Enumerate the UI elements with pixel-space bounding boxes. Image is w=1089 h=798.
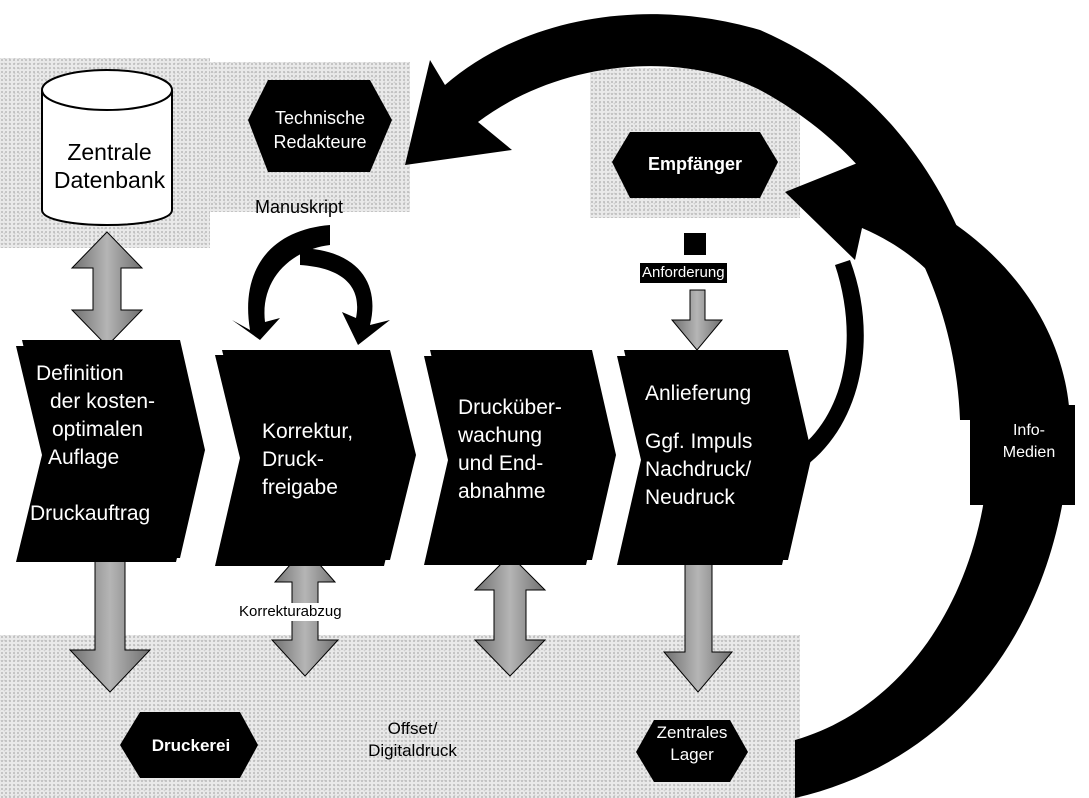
proof-label: Korrekturabzug	[237, 603, 344, 621]
printer-label: Druckerei	[151, 736, 231, 755]
supply-arrow-to-recipient	[785, 150, 1071, 798]
step1-line1: Definition	[36, 362, 124, 385]
arrow-delivery-warehouse	[662, 554, 734, 693]
arrow-monitoring-print	[473, 554, 547, 677]
tech-writers-label: Technische Redakteure	[255, 106, 385, 154]
step2-line3: freigabe	[262, 476, 338, 499]
print-method-label: Offset/ Digitaldruck	[345, 718, 480, 762]
print-method-line2: Digitaldruck	[368, 741, 457, 760]
process-box-monitoring	[424, 356, 610, 565]
feedback-arrow-to-writers	[405, 14, 1005, 421]
process-step-correction-text: Korrektur, Druck- freigabe	[262, 418, 353, 502]
request-label: Anforderung	[640, 263, 727, 283]
info-media-shape	[970, 405, 1075, 505]
step1-line2: der kosten-	[50, 390, 156, 413]
tech-writers-label-line1: Technische	[274, 108, 366, 128]
manuscript-label: Manuskript	[255, 197, 344, 217]
step1-line3: optimalen	[52, 418, 144, 441]
warehouse-label-line2: Lager	[670, 745, 714, 764]
step4-extra1: Ggf. Impuls	[645, 430, 753, 453]
process-step-monitoring-text: Drucküber- wachung und End- abnahme	[458, 394, 562, 506]
hexagon-recipient	[612, 132, 778, 198]
arrow-request	[670, 289, 724, 351]
process-box-correction	[215, 355, 410, 566]
step4-extra2: Nachdruck/	[645, 458, 752, 481]
cycle-arrow-left	[232, 225, 330, 340]
hexagon-printer	[120, 712, 258, 778]
database-label-line1: Zentrale	[67, 139, 152, 165]
tech-writers-label-line2: Redakteure	[273, 132, 367, 152]
step4-extra3: Neudruck	[645, 486, 735, 509]
step2-line2: Druck-	[262, 448, 324, 471]
warehouse-label: Zentrales Lager	[640, 722, 744, 766]
database-icon	[41, 69, 173, 226]
step3-line1: Drucküber-	[458, 396, 562, 419]
arrow-db-definition	[70, 231, 144, 347]
process-step-delivery-text: Anlieferung Ggf. Impuls Nachdruck/ Neudr…	[645, 380, 752, 512]
step3-line4: abnahme	[458, 480, 546, 503]
step1-line4: Auflage	[48, 446, 120, 469]
info-media-label-line1: Info-	[1012, 422, 1045, 439]
info-media-label: Info- Medien	[985, 420, 1073, 464]
print-method-line1: Offset/	[387, 719, 438, 738]
info-media-label-line2: Medien	[1002, 444, 1056, 461]
cycle-arrow-right	[300, 248, 390, 345]
database-label: Zentrale Datenbank	[52, 138, 167, 194]
step3-line2: wachung	[458, 424, 543, 447]
arrow-definition-printer	[68, 554, 152, 693]
hexagon-tech-writers	[248, 80, 392, 172]
impulse-arrow	[790, 260, 864, 470]
warehouse-label-line1: Zentrales	[656, 723, 728, 742]
process-box-delivery	[617, 356, 806, 565]
step2-line1: Korrektur,	[262, 420, 354, 443]
database-label-line2: Datenbank	[53, 167, 166, 193]
step4-line1: Anlieferung	[645, 382, 752, 405]
recipient-label: Empfänger	[647, 154, 743, 174]
step3-line3: und End-	[458, 452, 544, 475]
process-box-definition	[16, 346, 202, 562]
process-step-definition-text: Definition der kosten- optimalen Auflage…	[30, 360, 155, 528]
hexagon-warehouse	[636, 720, 748, 782]
step1-extra: Druckauftrag	[30, 502, 151, 525]
request-marker	[684, 233, 706, 255]
